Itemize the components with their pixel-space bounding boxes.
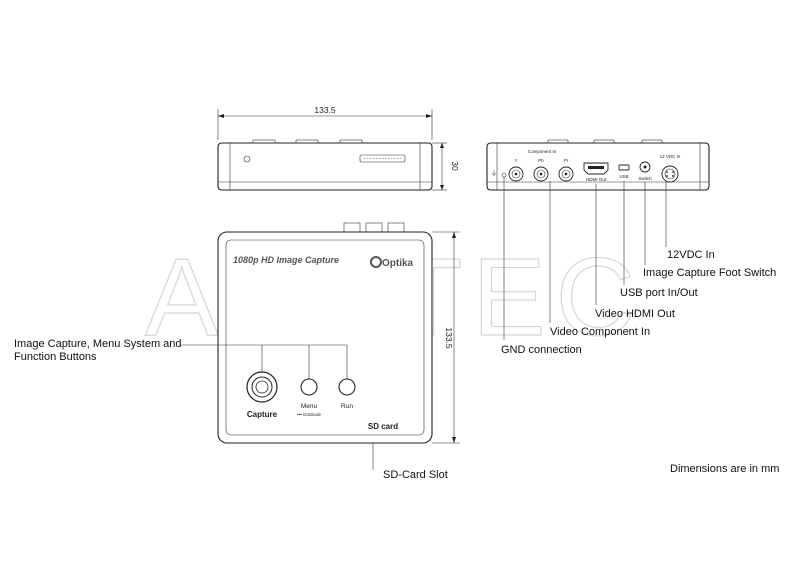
- side-view: [217, 139, 433, 191]
- callout-dc-in: 12VDC In: [667, 249, 715, 261]
- callout-component: Video Component In: [550, 326, 650, 338]
- usb-port: [618, 164, 630, 171]
- buttons-leader: [180, 344, 348, 379]
- device-height-dim-label: 133.5: [444, 327, 454, 349]
- menu-label: Menu: [301, 403, 318, 410]
- port-pb-label: Pb: [538, 158, 544, 163]
- port-y-label: Y: [514, 158, 517, 163]
- run-label: Run: [341, 403, 353, 410]
- height-dim-label: 30: [450, 161, 460, 171]
- optika-logo: Optika: [370, 256, 414, 269]
- sd-card-label: SD card: [368, 422, 398, 431]
- rca-pr-port: [558, 166, 574, 182]
- usb-port-label: USB: [619, 174, 628, 179]
- power-label: 12 VDC In: [660, 154, 681, 159]
- height-dimension: 30: [432, 142, 460, 191]
- gnd-symbol: ⏚: [491, 169, 498, 177]
- callout-usb: USB port In/Out: [620, 287, 698, 299]
- width-dim-label: 133.5: [314, 105, 336, 115]
- menu-button[interactable]: [300, 378, 318, 396]
- component-in-header: Component In: [528, 149, 557, 154]
- rca-y-port: [508, 166, 524, 182]
- hdmi-port: [583, 162, 609, 175]
- capture-label: Capture: [247, 410, 278, 419]
- dc-power-port: [661, 165, 679, 183]
- graticule-label: ••• Graticule: [297, 412, 321, 417]
- callout-gnd: GND connection: [501, 344, 582, 356]
- callout-buttons-line1: Image Capture, Menu System and: [14, 338, 182, 350]
- callout-foot-switch: Image Capture Foot Switch: [643, 267, 776, 279]
- hdmi-port-label: HDMI Out: [586, 177, 607, 182]
- callout-sd-slot: SD-Card Slot: [383, 469, 448, 481]
- connector-leaders: [503, 177, 667, 340]
- port-pr-label: Pr: [564, 158, 569, 163]
- rca-pb-port: [533, 166, 549, 182]
- units-note: Dimensions are in mm: [670, 463, 779, 475]
- run-button[interactable]: [338, 378, 356, 396]
- switch-jack: [639, 161, 651, 173]
- optika-logo-text: Optika: [382, 258, 414, 269]
- connector-panel: Component In Y Pb Pr ⏚ HDMI Out USB Swit…: [486, 139, 710, 191]
- callout-hdmi: Video HDMI Out: [595, 308, 675, 320]
- callout-buttons-line2: Function Buttons: [14, 351, 97, 363]
- device-title: 1080p HD Image Capture: [233, 255, 339, 265]
- capture-button[interactable]: [246, 371, 278, 403]
- device-height-dimension: 133.5: [432, 231, 460, 444]
- width-dimension: 133.5: [217, 105, 433, 140]
- switch-jack-label: Switch: [638, 176, 652, 181]
